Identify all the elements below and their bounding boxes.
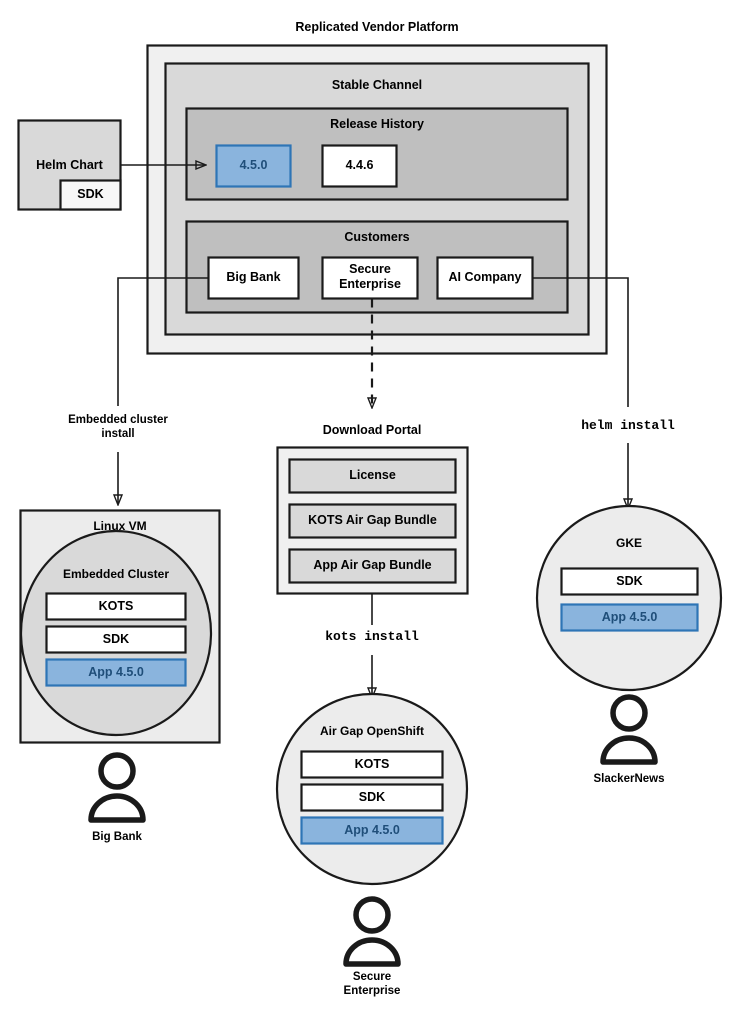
linux-vm-component-app[interactable] [45,658,187,687]
linux-vm-component-kots[interactable] [45,592,187,621]
customer-box-big-bank[interactable] [207,256,300,300]
openshift-component-sdk[interactable] [300,783,444,812]
edge-bigbank-to-linuxvm [117,277,209,406]
helm-chart-sdk-box[interactable] [59,179,122,211]
person-icon [343,896,401,967]
person-icon [88,752,146,823]
openshift-component-kots[interactable] [300,750,444,779]
release-box-4-5-0[interactable] [215,144,292,188]
download-portal-item-kots-air-gap-bundle[interactable] [288,503,457,539]
gke-component-app[interactable] [560,603,699,632]
release-box-4-4-6[interactable] [321,144,398,188]
download-portal-item-app-air-gap-bundle[interactable] [288,548,457,584]
person-icon [600,694,658,765]
download-portal-item-license[interactable] [288,458,457,494]
linux-vm-component-sdk[interactable] [45,625,187,654]
gke-ellipse [535,504,723,692]
openshift-component-app[interactable] [300,816,444,845]
customer-box-ai-company[interactable] [436,256,534,300]
gke-component-sdk[interactable] [560,567,699,596]
customer-box-secure-enterprise[interactable] [321,256,419,300]
edge-aicompany-to-gke [532,277,629,407]
